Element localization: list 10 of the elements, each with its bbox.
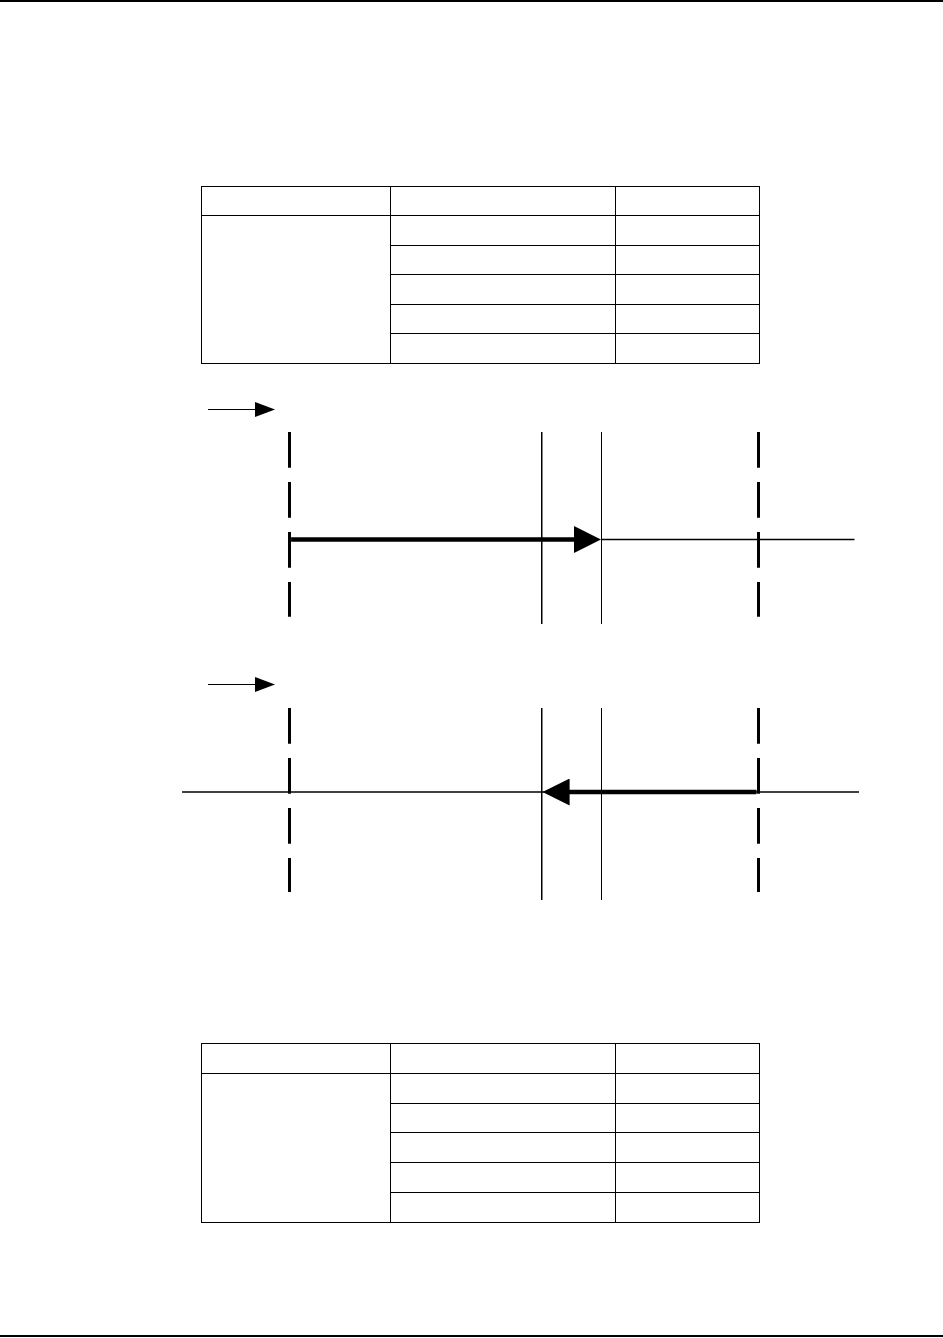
arrow	[291, 526, 601, 553]
vertical-line	[600, 707, 603, 900]
arrow	[542, 778, 757, 806]
dashed-line	[756, 707, 760, 893]
vertical-line	[541, 431, 543, 624]
dashed-line	[288, 431, 292, 617]
vertical-line	[541, 707, 543, 900]
vertical-line	[600, 431, 603, 624]
dashed-line	[756, 431, 760, 617]
dashed-line	[288, 707, 292, 893]
